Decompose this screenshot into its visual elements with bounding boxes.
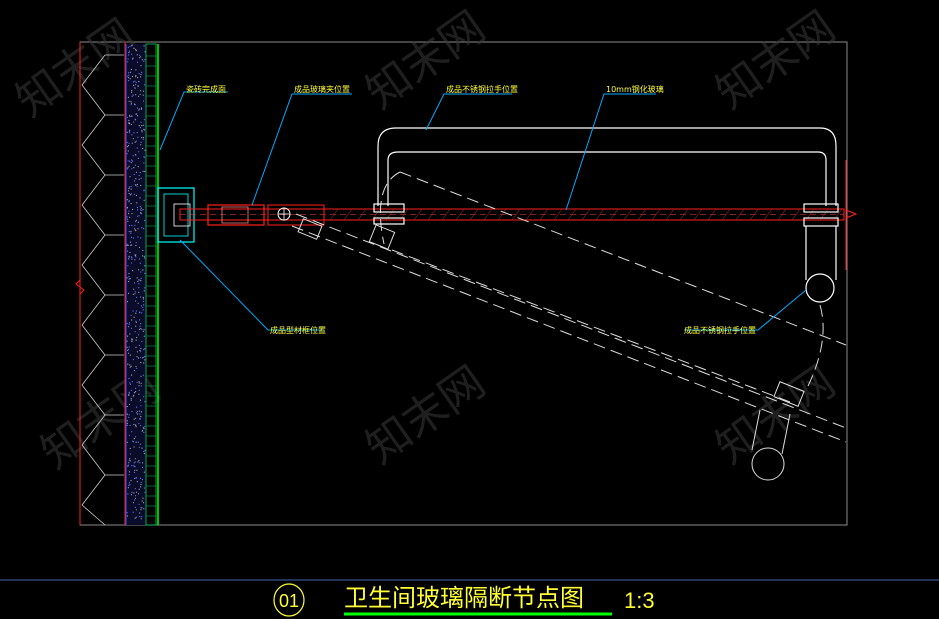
watermark: 知末网: [7, 10, 144, 127]
label-handle-bottom: 成品不锈钢拉手位置: [684, 325, 756, 335]
watermark: 知末网: [357, 357, 494, 474]
drawing-title: 卫生间玻璃隔断节点图: [344, 584, 584, 612]
glass-clip: [207, 204, 325, 226]
leader-lines: [159, 91, 807, 331]
tile-layer: [145, 43, 157, 526]
title-block: 01 卫生间玻璃隔断节点图 1:3: [0, 579, 939, 617]
door-open-position: [291, 171, 847, 443]
label-tile-finish: 瓷砖完成面: [186, 84, 226, 94]
door-handle: [373, 127, 839, 303]
glass-panel: [179, 208, 845, 221]
break-line: [75, 42, 126, 525]
label-profile-frame: 成品型材框位置: [270, 325, 326, 335]
label-glass: 10mm钢化玻璃: [606, 84, 664, 94]
right-break-line: [845, 160, 858, 270]
wall-hatch: [81, 54, 124, 526]
mortar-speckle: [126, 44, 146, 520]
detail-number: 01: [279, 591, 299, 611]
door-open-fittings: [297, 218, 805, 481]
tile-joints: [146, 55, 156, 517]
detail-number-circle: [273, 583, 305, 617]
label-handle-top: 成品不锈钢拉手位置: [446, 84, 518, 94]
mortar-layer: [126, 44, 146, 525]
label-glass-clip: 成品玻璃夹位置: [294, 84, 350, 94]
watermark: 知末网: [707, 2, 844, 119]
drawing-scale: 1:3: [624, 588, 655, 613]
watermark: 知末网: [707, 357, 844, 474]
profile-frame: [157, 187, 195, 243]
watermark: 知末网: [357, 2, 494, 119]
